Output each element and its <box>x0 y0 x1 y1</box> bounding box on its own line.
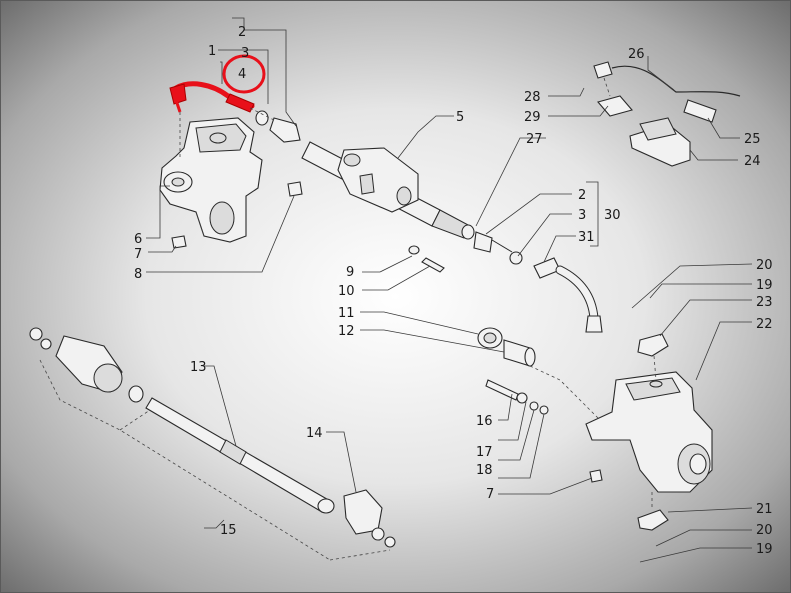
label-11: 11 <box>338 306 355 321</box>
sensor-assembly <box>593 61 741 167</box>
label-18: 18 <box>476 463 493 478</box>
hydraulic-hose <box>533 257 603 333</box>
label-26: 26 <box>628 47 645 62</box>
label-12: 12 <box>338 324 355 339</box>
label-3-right: 3 <box>578 208 586 223</box>
highlighted-tie-rod <box>169 81 255 113</box>
label-27: 27 <box>526 132 543 147</box>
label-13: 13 <box>190 360 207 375</box>
label-21: 21 <box>756 502 773 517</box>
kingpin-cap-top <box>637 333 669 357</box>
label-10: 10 <box>338 284 355 299</box>
label-4: 4 <box>238 67 246 82</box>
callout-labels: 1 2 3 4 5 6 7 8 9 10 11 12 13 14 15 16 1… <box>134 25 773 557</box>
label-28: 28 <box>524 90 541 105</box>
label-20-bottom: 20 <box>756 523 773 538</box>
label-14: 14 <box>306 426 323 441</box>
knuckle-bolt <box>287 181 303 197</box>
left-steering-knuckle <box>159 117 263 243</box>
axle-shaft <box>29 327 396 548</box>
highlight-ring <box>222 54 266 94</box>
label-29: 29 <box>524 110 541 125</box>
label-17: 17 <box>476 445 493 460</box>
label-16: 16 <box>476 414 493 429</box>
label-7-right: 7 <box>486 487 494 502</box>
label-22: 22 <box>756 317 773 332</box>
bushings <box>477 327 536 367</box>
label-25: 25 <box>744 132 761 147</box>
kingpin-cap-bottom <box>637 509 669 531</box>
steering-cylinder <box>301 141 471 239</box>
small-nut <box>589 469 603 483</box>
fitting-bolt <box>408 245 445 273</box>
label-3-top: 3 <box>241 46 249 61</box>
label-7-left: 7 <box>134 247 142 262</box>
label-23: 23 <box>756 295 773 310</box>
label-24: 24 <box>744 154 761 169</box>
label-2-top: 2 <box>238 25 246 40</box>
label-31: 31 <box>578 230 595 245</box>
label-30: 30 <box>604 208 621 223</box>
knuckle-nut <box>171 235 187 249</box>
label-8: 8 <box>134 267 142 282</box>
hub-bolts <box>485 379 549 415</box>
label-6: 6 <box>134 232 142 247</box>
leader-lines <box>146 17 753 563</box>
label-15: 15 <box>220 523 237 538</box>
label-5: 5 <box>456 110 464 125</box>
label-19-bottom: 19 <box>756 542 773 557</box>
assembly-lines <box>39 77 657 561</box>
label-20-top: 20 <box>756 258 773 273</box>
label-1: 1 <box>208 44 216 59</box>
label-9: 9 <box>346 265 354 280</box>
label-19-top: 19 <box>756 278 773 293</box>
label-2-right: 2 <box>578 188 586 203</box>
right-steering-knuckle <box>585 371 713 493</box>
tie-rod-ball-joint <box>255 110 301 143</box>
